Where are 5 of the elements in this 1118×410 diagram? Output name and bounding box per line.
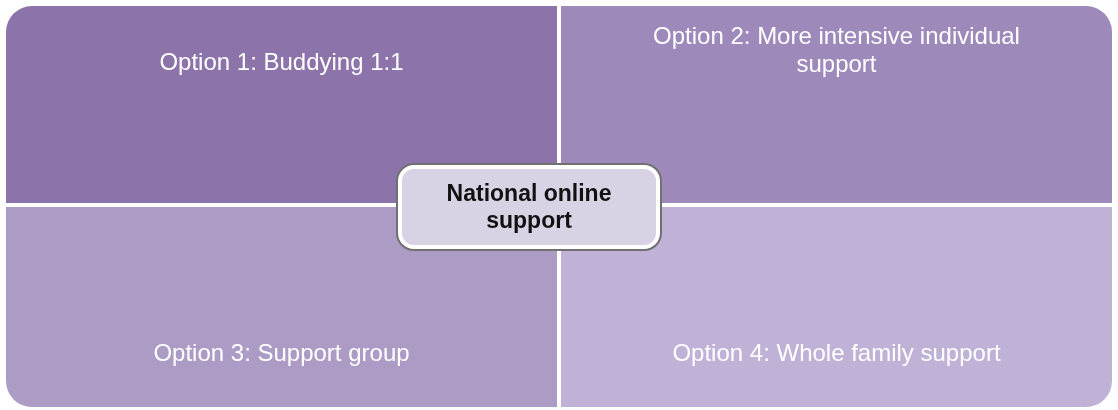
option-label: Option 4: Whole family support bbox=[672, 339, 1001, 367]
option-label: Option 3: Support group bbox=[153, 339, 410, 367]
option-label: Option 1: Buddying 1:1 bbox=[159, 48, 404, 76]
option-label: Option 2: More intensive individual support bbox=[652, 22, 1021, 78]
center-box: National online support bbox=[398, 165, 660, 249]
